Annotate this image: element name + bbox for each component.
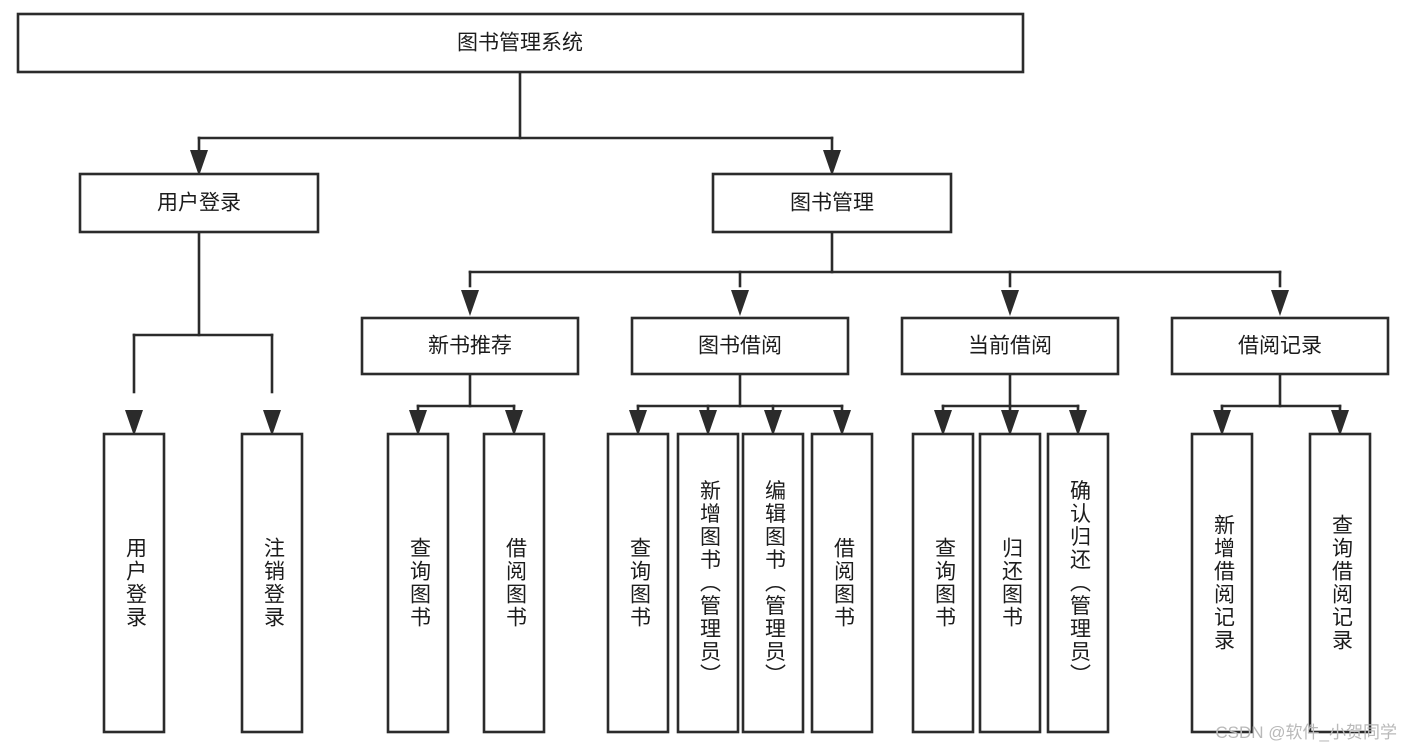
arrowhead-leaf-query-book-3 [934,410,952,436]
node-leaf-query-book-2-label: 查询图书 [627,537,651,629]
node-leaf-confirm-return-admin-box[interactable] [1046,432,1110,734]
arrowhead-leaf-query-book-1 [409,410,427,436]
node-leaf-confirm-return-admin[interactable]: 确认归还（管理员） [1046,432,1110,734]
arrowhead-book-borrow [731,290,749,316]
node-leaf-edit-book-admin-label: 编辑图书（管理员） [762,480,786,687]
node-leaf-add-book-admin[interactable]: 新增图书（管理员） [676,432,740,734]
node-leaf-return-book-label: 归还图书 [999,537,1023,629]
node-leaf-edit-book-admin[interactable]: 编辑图书（管理员） [741,432,805,734]
node-root-label: 图书管理系统 [457,32,583,55]
arrowhead-borrow-record [1271,290,1289,316]
node-leaf-borrow-book-1-label: 借阅图书 [503,537,527,629]
node-leaf-borrow-book-2-label: 借阅图书 [831,537,855,629]
node-leaf-borrow-book-2-box[interactable] [810,432,874,734]
node-root[interactable]: 图书管理系统 [16,12,1025,74]
node-leaf-add-book-admin-box[interactable] [676,432,740,734]
node-new-book-recommend-box[interactable] [360,316,580,376]
node-leaf-logout-login-box[interactable] [240,432,304,734]
node-leaf-query-book-3-box[interactable] [911,432,975,734]
arrowhead-leaf-add-book-admin [699,410,717,436]
node-leaf-query-book-2[interactable]: 查询图书 [606,432,670,734]
node-current-borrow[interactable]: 当前借阅 [900,316,1120,376]
node-leaf-borrow-book-1[interactable]: 借阅图书 [482,432,546,734]
arrowhead-leaf-edit-book-admin [764,410,782,436]
node-leaf-user-login-box[interactable] [102,432,166,734]
node-borrow-record[interactable]: 借阅记录 [1170,316,1390,376]
node-leaf-query-book-1[interactable]: 查询图书 [386,432,450,734]
node-leaf-add-borrow-record[interactable]: 新增借阅记录 [1190,432,1254,734]
node-leaf-add-borrow-record-box[interactable] [1190,432,1254,734]
node-leaf-query-borrow-record-label: 查询借阅记录 [1329,514,1353,652]
node-book-management-label: 图书管理 [790,192,874,215]
node-new-book-recommend-label: 新书推荐 [428,335,512,358]
arrowhead-leaf-borrow-book-2 [833,410,851,436]
node-leaf-logout-login-label: 注销登录 [261,537,285,629]
node-root-box[interactable] [16,12,1025,74]
node-leaf-query-book-1-box[interactable] [386,432,450,734]
node-leaf-confirm-return-admin-label: 确认归还（管理员） [1067,480,1091,687]
arrowhead-leaf-add-borrow-record [1213,410,1231,436]
node-user-login[interactable]: 用户登录 [78,172,320,234]
arrowhead-new-book-recommend [461,290,479,316]
arrowhead-leaf-query-book-2 [629,410,647,436]
node-book-borrow-box[interactable] [630,316,850,376]
node-borrow-record-label: 借阅记录 [1238,335,1322,358]
csdn-watermark: CSDN @软件_小贺同学 [1215,723,1397,742]
arrowhead-leaf-query-borrow-record [1331,410,1349,436]
node-current-borrow-label: 当前借阅 [968,335,1052,358]
arrowhead-book-management [823,150,841,176]
arrowhead-leaf-return-book [1001,410,1019,436]
node-user-login-label: 用户登录 [157,192,241,215]
arrowhead-leaf-user-login [125,410,143,436]
arrowhead-leaf-logout-login [263,410,281,436]
node-leaf-borrow-book-2[interactable]: 借阅图书 [810,432,874,734]
node-new-book-recommend[interactable]: 新书推荐 [360,316,580,376]
arrowhead-user-login [190,150,208,176]
node-user-login-box[interactable] [78,172,320,234]
node-current-borrow-box[interactable] [900,316,1120,376]
node-leaf-return-book[interactable]: 归还图书 [978,432,1042,734]
connector-layer [125,70,1349,436]
node-leaf-query-book-2-box[interactable] [606,432,670,734]
node-book-borrow[interactable]: 图书借阅 [630,316,850,376]
node-book-management-box[interactable] [711,172,953,234]
node-leaf-query-borrow-record[interactable]: 查询借阅记录 [1308,432,1372,734]
node-leaf-borrow-book-1-box[interactable] [482,432,546,734]
node-leaf-query-borrow-record-box[interactable] [1308,432,1372,734]
node-leaf-edit-book-admin-box[interactable] [741,432,805,734]
arrowhead-current-borrow [1001,290,1019,316]
node-leaf-add-book-admin-label: 新增图书（管理员） [697,480,721,687]
node-leaf-user-login[interactable]: 用户登录 [102,432,166,734]
node-book-management[interactable]: 图书管理 [711,172,953,234]
arrowhead-leaf-confirm-return-admin [1069,410,1087,436]
node-leaf-user-login-label: 用户登录 [123,537,147,629]
node-leaf-logout-login[interactable]: 注销登录 [240,432,304,734]
node-book-borrow-label: 图书借阅 [698,335,782,358]
node-leaf-add-borrow-record-label: 新增借阅记录 [1211,514,1235,652]
node-borrow-record-box[interactable] [1170,316,1390,376]
node-leaf-query-book-3[interactable]: 查询图书 [911,432,975,734]
node-leaf-query-book-1-label: 查询图书 [407,537,431,629]
arrowhead-leaf-borrow-book-1 [505,410,523,436]
node-leaf-return-book-box[interactable] [978,432,1042,734]
node-leaf-query-book-3-label: 查询图书 [932,537,956,629]
